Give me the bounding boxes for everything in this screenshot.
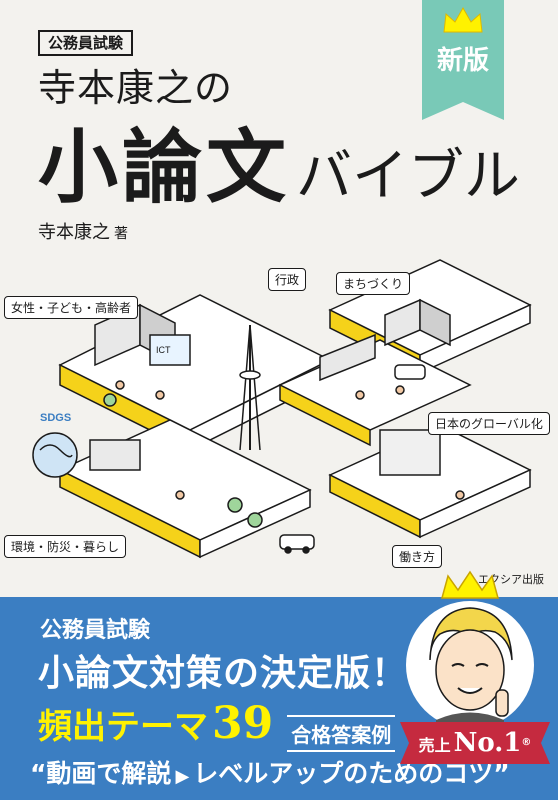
city-illustration-icon: SDGS ICT [32,259,532,559]
series-label: 公務員試験 [38,30,134,56]
band-frequent-themes: 頻出テーマ [38,707,208,747]
book-title: 小論文バイブル [38,122,520,214]
tag-globalization: 日本のグローバル化 [428,412,550,435]
band-model-answers: 合格答案例 [287,715,396,752]
tag-women-children-elderly: 女性・子ども・高齢者 [4,296,139,319]
subtitle: 寺本康之の [38,66,234,110]
tag-work-style: 働き方 [392,545,443,568]
ict-sign: ICT [156,345,171,355]
crown-icon [443,6,483,33]
tag-administration: 行政 [268,268,307,291]
band-line-2: 小論文対策の決定版！ [38,653,409,694]
author: 寺本康之著 [38,218,128,244]
author-role: 著 [114,226,128,242]
new-edition-label: 新版 [436,46,489,76]
tag-town-planning: まちづくり [336,272,411,295]
play-arrow-icon: ▶ [175,766,190,787]
band-video-text: “動画で解説 [30,759,172,788]
book-title-suffix: バイブル [296,144,520,209]
author-portrait-icon [406,570,534,750]
sdgs-sign: SDGS [40,412,71,424]
new-edition-ribbon: 新版 [422,0,504,120]
band-line-3: 頻出テーマ39 合格答案例 [38,698,396,752]
book-title-main: 小論文 [38,121,290,214]
rank-value: No.1 [453,728,522,758]
tag-environment: 環境・防災・暮らし [4,535,127,558]
band-theme-count: 39 [212,698,274,749]
author-name: 寺本康之 [38,222,110,243]
registered-mark: ® [521,737,532,748]
band-line-1: 公務員試験 [40,618,151,643]
sales-label: 売上 [418,736,451,755]
